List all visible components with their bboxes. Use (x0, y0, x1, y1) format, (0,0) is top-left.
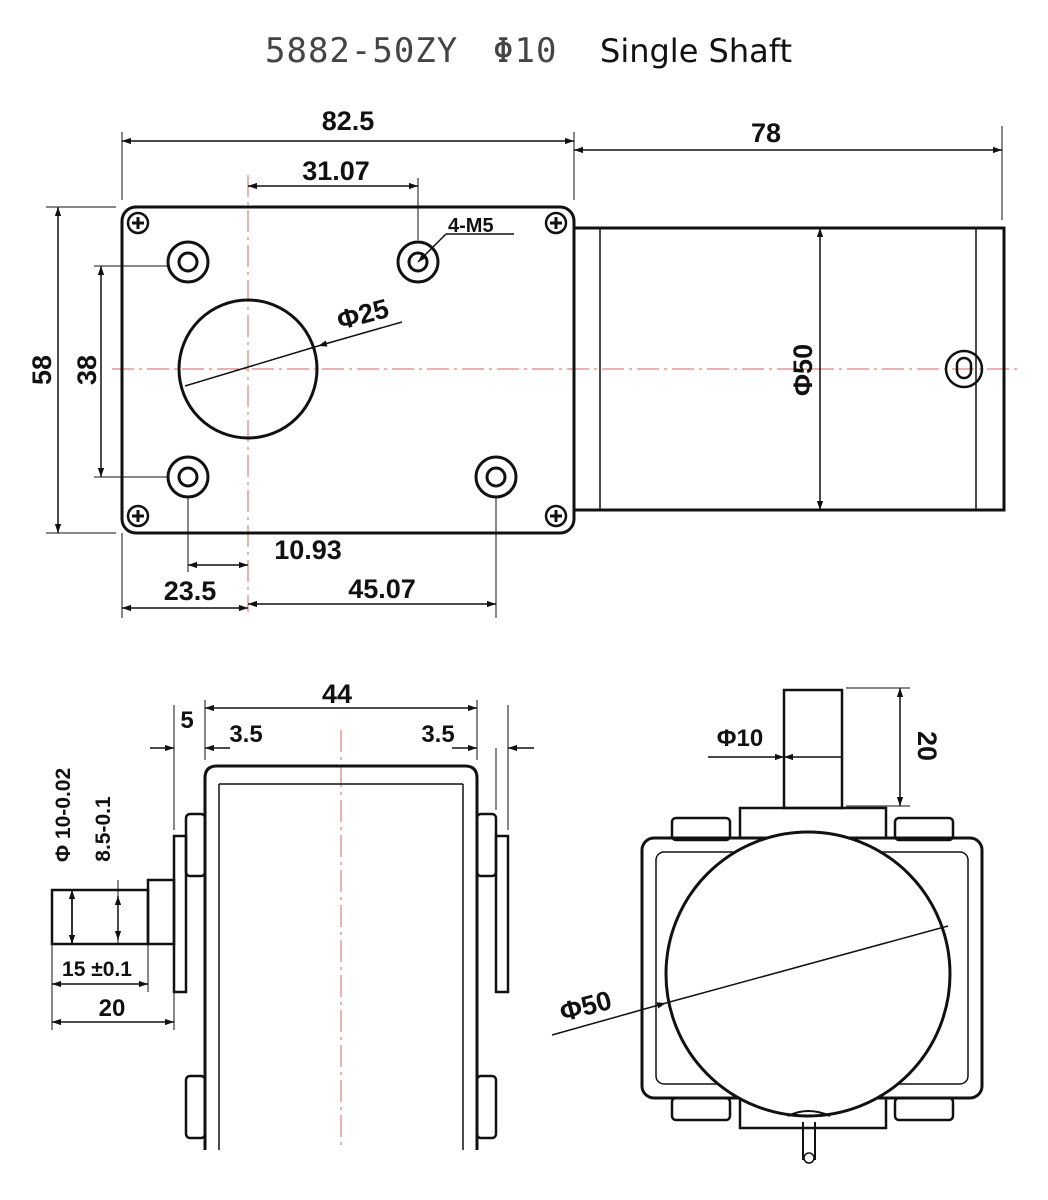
dim-side-shaft-dia: Φ 10-0.02 (52, 768, 75, 862)
front-view (46, 126, 1020, 618)
motor-body (572, 226, 1006, 512)
dim-motor-dia: Φ50 (788, 344, 818, 396)
title-shaft-dia: Φ10 (493, 31, 557, 71)
dim-width: 82.5 (322, 106, 375, 136)
end-shaft (782, 688, 844, 810)
dim-shaft-length: 20 (99, 995, 126, 1022)
side-view (50, 700, 534, 1150)
dim-lug-right: 3.5 (421, 721, 454, 748)
dim-flat-length: 15 ±0.1 (62, 958, 132, 981)
dim-end-shaft-length: 20 (912, 731, 942, 761)
dim-lug-left: 3.5 (229, 721, 262, 748)
shaft-collar (146, 878, 176, 946)
dim-thread: 4-M5 (448, 215, 494, 237)
dim-motor-length: 78 (751, 118, 781, 148)
dim-hole-spacing-vertical: 38 (72, 355, 102, 385)
motor-circle (664, 830, 952, 1118)
title-type: Single Shaft (600, 32, 792, 70)
corner-screws (126, 211, 568, 528)
dim-hole-spacing-bottom: 45.07 (348, 574, 416, 604)
dim-side-width: 44 (322, 679, 352, 709)
dim-shaft-offset: 10.93 (274, 535, 342, 565)
dim-end-shaft-dia: Φ10 (717, 725, 763, 752)
dim-flat: 8.5-0.1 (92, 796, 115, 862)
dim-end-motor-dia: Φ50 (557, 985, 615, 1027)
dim-flange: 5 (180, 707, 193, 734)
side-housing (203, 764, 479, 1150)
title-model: 5882-50ZY (265, 31, 458, 71)
output-shaft (50, 888, 150, 946)
dim-height: 58 (27, 355, 57, 385)
dim-boss-dia: Φ25 (334, 293, 392, 335)
rear-wire-outlet (944, 349, 984, 389)
output-boss (177, 298, 319, 440)
dim-left-offset: 23.5 (164, 576, 217, 606)
end-view (551, 687, 984, 1164)
dim-hole-spacing-top: 31.07 (302, 156, 370, 186)
gearbox-plate (120, 205, 576, 535)
